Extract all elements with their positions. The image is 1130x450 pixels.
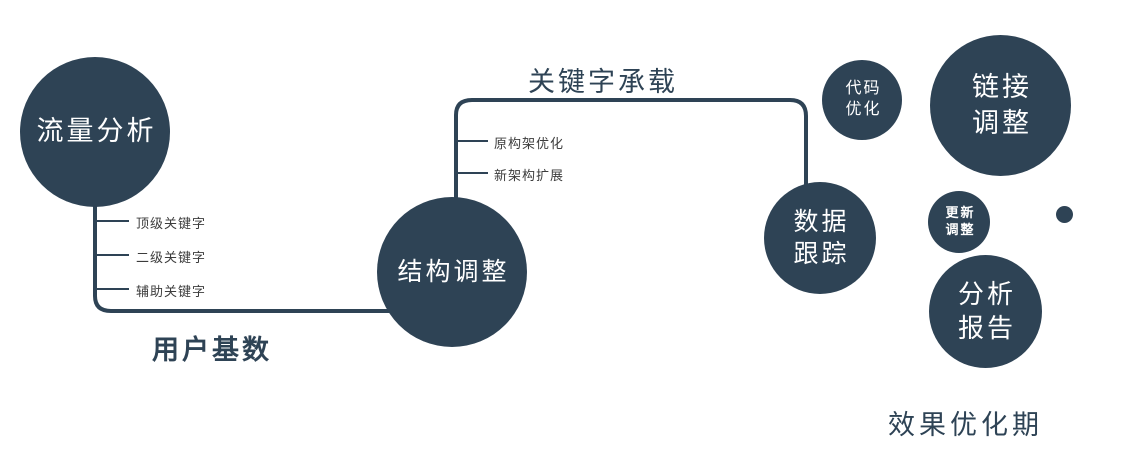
node-traffic-analysis: 流量分析 [20,57,170,207]
structure-branch-label-original-arch: 原构架优化 [494,136,565,151]
phase-label-effect-optimization: 效果优化期 [888,410,1043,440]
connector-structure-to-tracking [454,98,808,212]
node-analysis-report-line2: 报告 [957,312,1016,343]
node-code-optimization-line2: 优化 [845,101,882,118]
dot-marker [1056,206,1073,223]
structure-branch-ticks [456,140,488,174]
node-update-adjustment-line1: 更新 [945,205,976,221]
node-update-adjustment: 更新 调整 [928,191,990,253]
node-traffic-analysis-label: 流量分析 [36,116,157,147]
edge-label-user-base: 用户基数 [152,335,272,365]
traffic-branch-label-aux-keywords: 辅助关键字 [136,284,207,299]
edge-label-keyword-carrying: 关键字承载 [528,67,678,97]
node-update-adjustment-line2: 调整 [945,222,976,237]
traffic-branch-ticks [95,220,129,290]
node-link-adjustment-line1: 链接 [972,72,1032,103]
node-analysis-report: 分析 报告 [929,255,1042,368]
node-data-tracking-line2: 跟踪 [793,240,850,268]
connector-traffic-to-structure [93,190,392,313]
node-data-tracking-line1: 数据 [793,207,850,236]
node-code-optimization-line1: 代码 [845,80,882,98]
node-analysis-report-line1: 分析 [957,278,1016,309]
traffic-branch-label-top-keywords: 顶级关键字 [136,216,207,231]
traffic-branch-label-second-keywords: 二级关键字 [136,250,207,265]
node-code-optimization: 代码 优化 [822,60,902,140]
node-link-adjustment: 链接 调整 [930,35,1071,176]
structure-branch-label-new-arch: 新架构扩展 [494,168,565,183]
node-data-tracking: 数据 跟踪 [764,182,876,294]
node-structure-adjust: 结构调整 [377,197,527,347]
node-link-adjustment-line2: 调整 [972,107,1032,138]
node-structure-adjust-label: 结构调整 [397,257,510,286]
